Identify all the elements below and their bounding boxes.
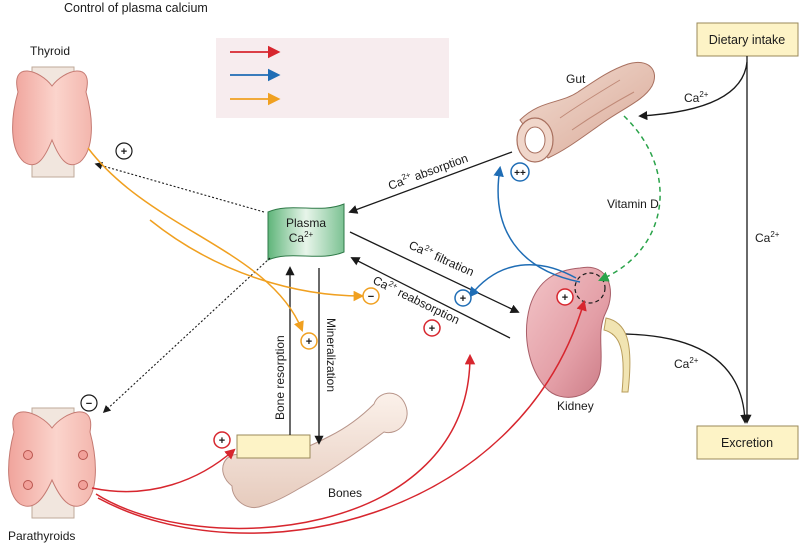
pth-kidney-plus-badge: + xyxy=(556,288,574,306)
vitamin-d-to-gut-arrow xyxy=(493,165,581,283)
calcitonin-to-kidney-arrow xyxy=(149,219,365,302)
plasma-ca-label: Ca2+ xyxy=(289,230,314,245)
kidney-excretion-ca-label: Ca2+ xyxy=(674,356,699,371)
excretion-box xyxy=(696,425,799,460)
svg-text:+: + xyxy=(121,146,127,158)
pth-to-reabsorption-arrow xyxy=(95,353,476,530)
svg-text:+: + xyxy=(306,336,312,348)
mineralization-label: Mineralization xyxy=(324,318,338,392)
parathyroid-minus-badge: − xyxy=(80,394,98,412)
gut-ca-label: Ca2+ xyxy=(684,90,709,105)
ca-filtration-arrow xyxy=(349,231,520,313)
bone-resorption-label: Bone resorption xyxy=(273,335,287,420)
pth-to-kidney-arrow xyxy=(97,299,587,534)
svg-text:−: − xyxy=(86,398,92,410)
ca-absorption-arrow xyxy=(348,151,513,214)
vitamin-d-gut-double-plus-badge: ++ xyxy=(510,162,530,182)
ca-absorption-label: Ca2+ absorption xyxy=(386,150,470,193)
svg-text:+: + xyxy=(562,292,568,304)
legend xyxy=(216,38,449,118)
thyroid-gland xyxy=(12,66,92,178)
plasma-to-parathyroid-feedback xyxy=(102,257,271,414)
pth-to-bone-arrow xyxy=(91,448,236,493)
dietary-intake-box xyxy=(696,22,799,57)
vitamin-d-label: Vitamin D xyxy=(607,197,659,211)
thyroid-label: Thyroid xyxy=(30,44,70,58)
bone-remodeling-box xyxy=(236,434,311,459)
pth-bone-plus-badge: + xyxy=(213,431,231,449)
pth-reabsorption-plus-badge: + xyxy=(423,319,441,337)
excretion-label: Excretion xyxy=(721,436,773,450)
gut-organ xyxy=(516,62,655,163)
parathyroids-label: Parathyroids xyxy=(8,529,75,543)
diagram-title: Control of plasma calcium xyxy=(64,1,208,15)
calcitonin-kidney-minus-badge: − xyxy=(362,287,380,305)
kidney-label: Kidney xyxy=(557,399,594,413)
svg-text:+: + xyxy=(460,293,466,305)
calcitonin-to-bone-arrow xyxy=(87,147,304,332)
ca-reabsorption-label: Ca2+ reabsorption xyxy=(371,272,463,327)
gut-label: Gut xyxy=(566,72,586,86)
ca-filtration-label: Ca2+ filtration xyxy=(407,237,477,279)
svg-text:+: + xyxy=(219,435,225,447)
ca-reabsorption-arrow xyxy=(350,257,511,339)
bones-label: Bones xyxy=(328,486,362,500)
svg-text:+: + xyxy=(429,323,435,335)
legend-background xyxy=(216,38,449,118)
intake-to-gut-arrow xyxy=(638,61,748,121)
plasma-to-thyroid-feedback xyxy=(94,161,265,213)
plasma-compartment xyxy=(267,203,345,261)
dietary-intake-label: Dietary intake xyxy=(709,33,785,47)
intake-ca-label: Ca2+ xyxy=(755,230,780,245)
thyroid-plus-badge: + xyxy=(115,142,133,160)
plasma-label: Plasma xyxy=(286,216,326,230)
vitamin-d-reabsorption-plus-badge: + xyxy=(454,289,472,307)
kidney-organ xyxy=(526,266,631,398)
vitamin-d-to-reabsorption-arrow xyxy=(468,263,577,298)
kidney-to-excretion-arrow xyxy=(611,333,750,424)
calcitonin-bone-plus-badge: + xyxy=(300,332,318,350)
vitamin-d-arrow xyxy=(598,115,661,282)
parathyroid-glands xyxy=(8,407,96,519)
svg-text:−: − xyxy=(368,291,374,303)
svg-text:++: ++ xyxy=(514,168,526,179)
